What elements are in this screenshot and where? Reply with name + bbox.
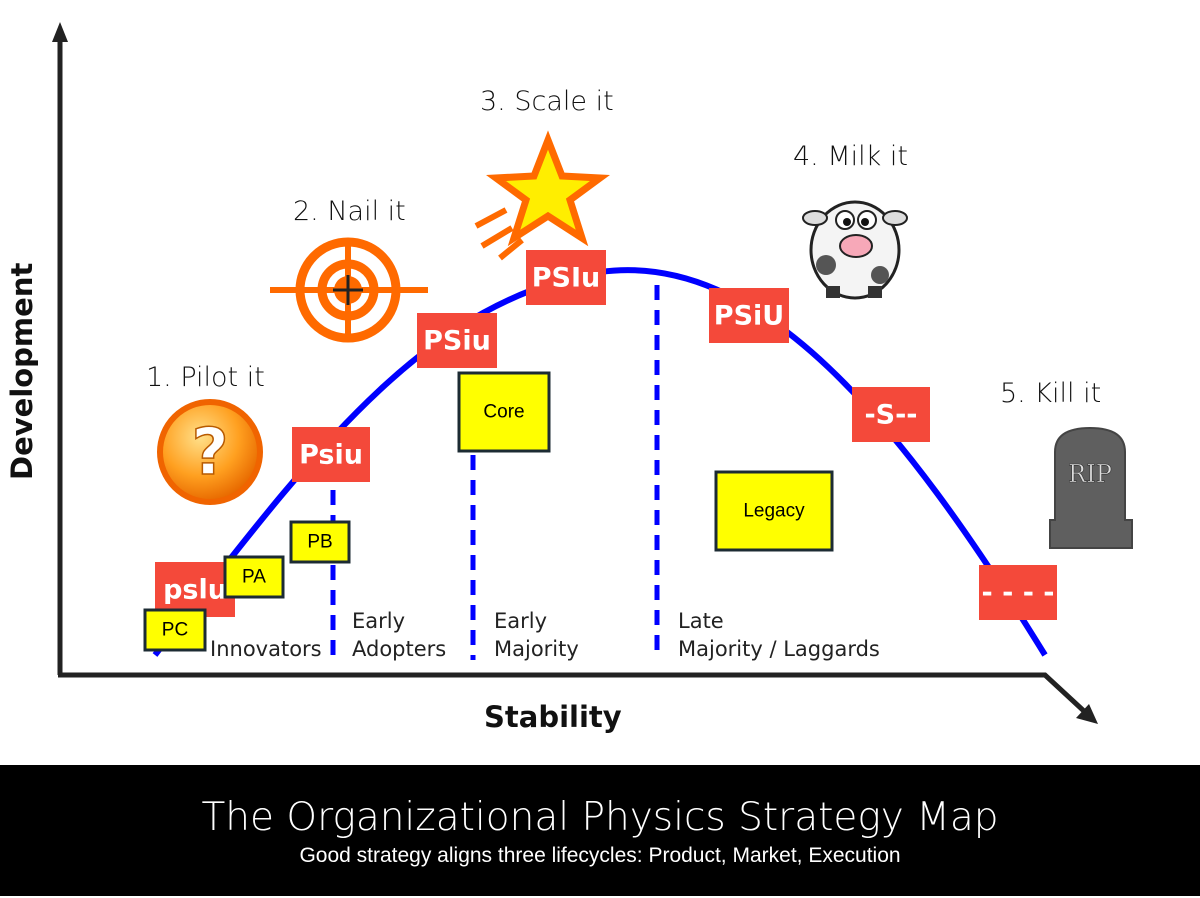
code-box-psiu: Psiu xyxy=(292,427,370,482)
svg-text:PSiU: PSiU xyxy=(714,301,784,332)
segment-early-majority-2: Majority xyxy=(494,637,579,661)
code-box-pslu: pslu xyxy=(155,562,235,617)
stage-pilot: 1. Pilot it xyxy=(146,362,265,393)
svg-text:PSIu: PSIu xyxy=(532,263,601,294)
y-axis-label: Development xyxy=(5,263,39,480)
code-box-S: -S-- xyxy=(852,387,930,442)
title-banner: The Organizational Physics Strategy Map … xyxy=(0,765,1200,896)
code-box-dead: - - - - xyxy=(979,565,1057,620)
svg-text:Legacy: Legacy xyxy=(743,501,805,522)
code-box-PSIu: PSIu xyxy=(526,250,606,305)
tombstone-icon: RIP xyxy=(1049,426,1133,549)
diagram-title: The Organizational Physics Strategy Map xyxy=(201,795,999,840)
svg-text:PSiu: PSiu xyxy=(423,326,491,357)
svg-text:Psiu: Psiu xyxy=(299,440,363,471)
stage-milk: 4. Milk it xyxy=(793,141,908,172)
svg-text:PC: PC xyxy=(162,620,188,641)
segment-late-majority-1: Late xyxy=(678,609,724,633)
tombstone-text: RIP xyxy=(1068,460,1112,488)
segment-early-adopters-2: Adopters xyxy=(352,637,446,661)
segment-early-adopters-1: Early xyxy=(352,609,405,633)
svg-text:Core: Core xyxy=(483,402,524,423)
strategy-map-diagram: Development Stability ? RIP pslu xyxy=(5,22,1133,734)
target-icon xyxy=(270,237,428,343)
svg-text:?: ? xyxy=(191,416,228,490)
product-box-pb: PB xyxy=(289,520,351,564)
question-mark-icon: ? xyxy=(157,399,263,505)
segment-innovators: Innovators xyxy=(210,637,322,661)
stage-nail: 2. Nail it xyxy=(293,196,406,227)
diagram-subtitle: Good strategy aligns three lifecycles: P… xyxy=(299,844,901,867)
product-box-pa: PA xyxy=(223,555,285,599)
star-icon xyxy=(474,130,610,261)
svg-text:PA: PA xyxy=(242,567,266,588)
product-box-core: Core xyxy=(457,371,551,453)
stage-scale: 3. Scale it xyxy=(480,86,614,117)
svg-text:PB: PB xyxy=(307,532,332,553)
segment-early-majority-1: Early xyxy=(494,609,547,633)
x-axis-label: Stability xyxy=(484,700,622,734)
segment-late-majority-2: Majority / Laggards xyxy=(678,637,880,661)
svg-text:pslu: pslu xyxy=(163,575,227,606)
product-box-legacy: Legacy xyxy=(714,470,834,552)
y-axis xyxy=(52,22,68,675)
svg-text:- - - -: - - - - xyxy=(981,578,1054,609)
code-box-PSiu: PSiu xyxy=(417,313,497,368)
code-box-PSiU: PSiU xyxy=(709,288,789,343)
product-box-pc: PC xyxy=(143,608,207,652)
stage-kill: 5. Kill it xyxy=(1000,378,1101,409)
x-axis xyxy=(58,672,1098,724)
svg-text:-S--: -S-- xyxy=(864,400,917,431)
cow-icon xyxy=(802,200,908,300)
lifecycle-curve xyxy=(152,267,1048,657)
